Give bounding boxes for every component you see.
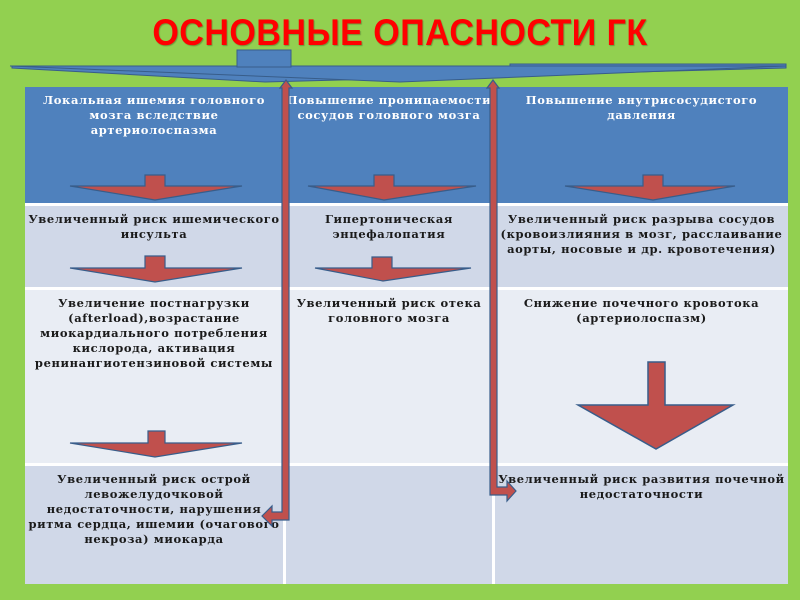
header-text-2: Повышение проницаемости сосудов головног… [286, 93, 492, 122]
row2-cell-1: Увеличенный риск ишемического инсульта [25, 206, 283, 287]
row3-text-1: Увеличение постнагрузки (afterload),возр… [34, 296, 274, 370]
page-title: ОСНОВНЫЕ ОПАСНОСТИ ГК [152, 12, 648, 53]
header-cell-2: Повышение проницаемости сосудов головног… [286, 87, 492, 203]
row2-text-2: Гипертоническая энцефалопатия [325, 212, 453, 241]
row2-cell-2: Гипертоническая энцефалопатия [286, 206, 492, 287]
header-cell-3: Повышение внутрисосудистого давления [495, 87, 788, 203]
row2-text-3: Увеличенный риск разрыва сосудов (кровои… [500, 212, 783, 256]
row3-cell-3: Снижение почечного кровотока (артериолос… [495, 290, 788, 463]
header-text-3: Повышение внутрисосудистого давления [525, 93, 758, 122]
header-text-1: Локальная ишемия головного мозга вследст… [43, 93, 265, 137]
row3-text-2: Увеличенный риск отека головного мозга [296, 296, 482, 325]
row3-cell-1: Увеличение постнагрузки (afterload),возр… [25, 290, 283, 463]
header-cell-1: Локальная ишемия головного мозга вследст… [25, 87, 283, 203]
row4-text-3: Увеличенный риск развития почечной недос… [498, 472, 785, 501]
row2-cell-3: Увеличенный риск разрыва сосудов (кровои… [495, 206, 788, 287]
row3-cell-2: Увеличенный риск отека головного мозга [286, 290, 492, 463]
row4-text-1: Увеличенный риск острой левожелудочковой… [28, 472, 280, 546]
wide-down-arrow-icon [9, 49, 787, 83]
row4-cell-2 [286, 466, 492, 584]
row2-text-1: Увеличенный риск ишемического инсульта [28, 212, 280, 241]
hazards-table: Локальная ишемия головного мозга вследст… [25, 87, 788, 584]
row4-cell-1: Увеличенный риск острой левожелудочковой… [25, 466, 283, 584]
row3-text-3: Снижение почечного кровотока (артериолос… [523, 296, 760, 325]
row4-cell-3: Увеличенный риск развития почечной недос… [495, 466, 788, 584]
